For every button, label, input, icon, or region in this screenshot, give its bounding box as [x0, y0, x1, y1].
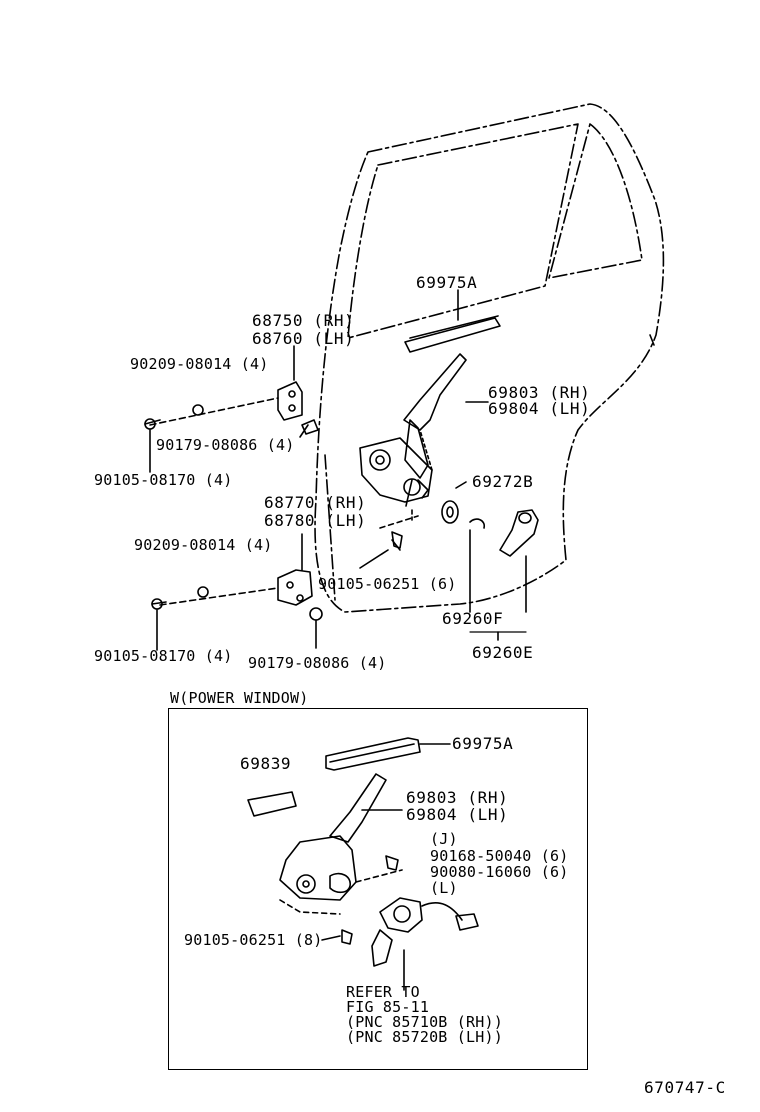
inset-label-l: (L) [430, 879, 458, 897]
part-label-90209-lower: 90209-08014 (4) [134, 536, 273, 554]
part-label-69260F: 69260F [442, 609, 504, 628]
inset-label-69839: 69839 [240, 754, 292, 773]
part-label-90105-lower: 90105-08170 (4) [94, 647, 233, 665]
part-label-90105-upper: 90105-08170 (4) [94, 471, 233, 489]
part-label-69803: 69803 (RH) [488, 383, 591, 402]
door-inner-line [324, 454, 336, 601]
clip-part [469, 518, 486, 529]
part-label-90105-06251: 90105-06251 (6) [318, 575, 457, 593]
diagram-code: 670747-C [644, 1078, 726, 1097]
part-label-69975A: 69975A [416, 273, 478, 292]
inset-refer-line-1: REFER TO [346, 983, 420, 1001]
inset-label-j: (J) [430, 830, 458, 848]
window-regulator-part [359, 353, 467, 507]
inset-refer-line-2: FIG 85-11 [346, 998, 430, 1016]
door-side-line [649, 334, 655, 346]
bolt-lower [151, 598, 167, 610]
part-label-68750: 68750 (RH) [252, 311, 355, 330]
part-label-68780: 68780 (LH) [264, 511, 367, 530]
grommet-part [441, 500, 459, 524]
bolt-regulator [391, 531, 403, 551]
window-crank-handle [499, 509, 539, 557]
inset-label-90080: 90080-16060 (6) [430, 863, 569, 881]
nut-lower [309, 607, 323, 621]
rear-window-outline [548, 123, 643, 279]
part-label-69804: 69804 (LH) [488, 399, 591, 418]
weatherstrip-part [404, 315, 501, 353]
inset-regulator [279, 773, 403, 915]
part-label-69272B: 69272B [472, 472, 534, 491]
power-window-inset-frame [168, 708, 588, 1070]
inset-refer-line-4: (PNC 85720B (LH)) [346, 1028, 503, 1046]
washer [192, 404, 204, 416]
lower-hinge-part [277, 569, 313, 606]
part-label-68760: 68760 (LH) [252, 329, 355, 348]
part-label-90179-lower: 90179-08086 (4) [248, 654, 387, 672]
part-label-90179-upper: 90179-08086 (4) [156, 436, 295, 454]
window-outline [347, 123, 579, 339]
inset-label-69975A: 69975A [452, 734, 514, 753]
upper-hinge-part [277, 381, 303, 421]
part-label-90209-upper: 90209-08014 (4) [130, 355, 269, 373]
part-label-69260E: 69260E [472, 643, 534, 662]
part-label-68770: 68770 (RH) [264, 493, 367, 512]
inset-spacer-part [247, 791, 297, 817]
inset-title: W(POWER WINDOW) [170, 689, 309, 707]
inset-label-69803: 69803 (RH) [406, 788, 509, 807]
washer [197, 586, 209, 598]
inset-label-69804: 69804 (LH) [406, 805, 509, 824]
inset-label-90168: 90168-50040 (6) [430, 847, 569, 865]
inset-refer-line-3: (PNC 85710B (RH)) [346, 1013, 503, 1031]
power-window-motor [371, 897, 479, 967]
inset-weatherstrip [325, 737, 421, 771]
nut-upper [301, 419, 319, 435]
door-outline [314, 103, 665, 613]
inset-bolt-lower [341, 929, 353, 945]
bolt-upper [144, 418, 161, 430]
inset-label-90105: 90105-06251 (8) [184, 931, 323, 949]
inset-bolt [385, 855, 399, 871]
